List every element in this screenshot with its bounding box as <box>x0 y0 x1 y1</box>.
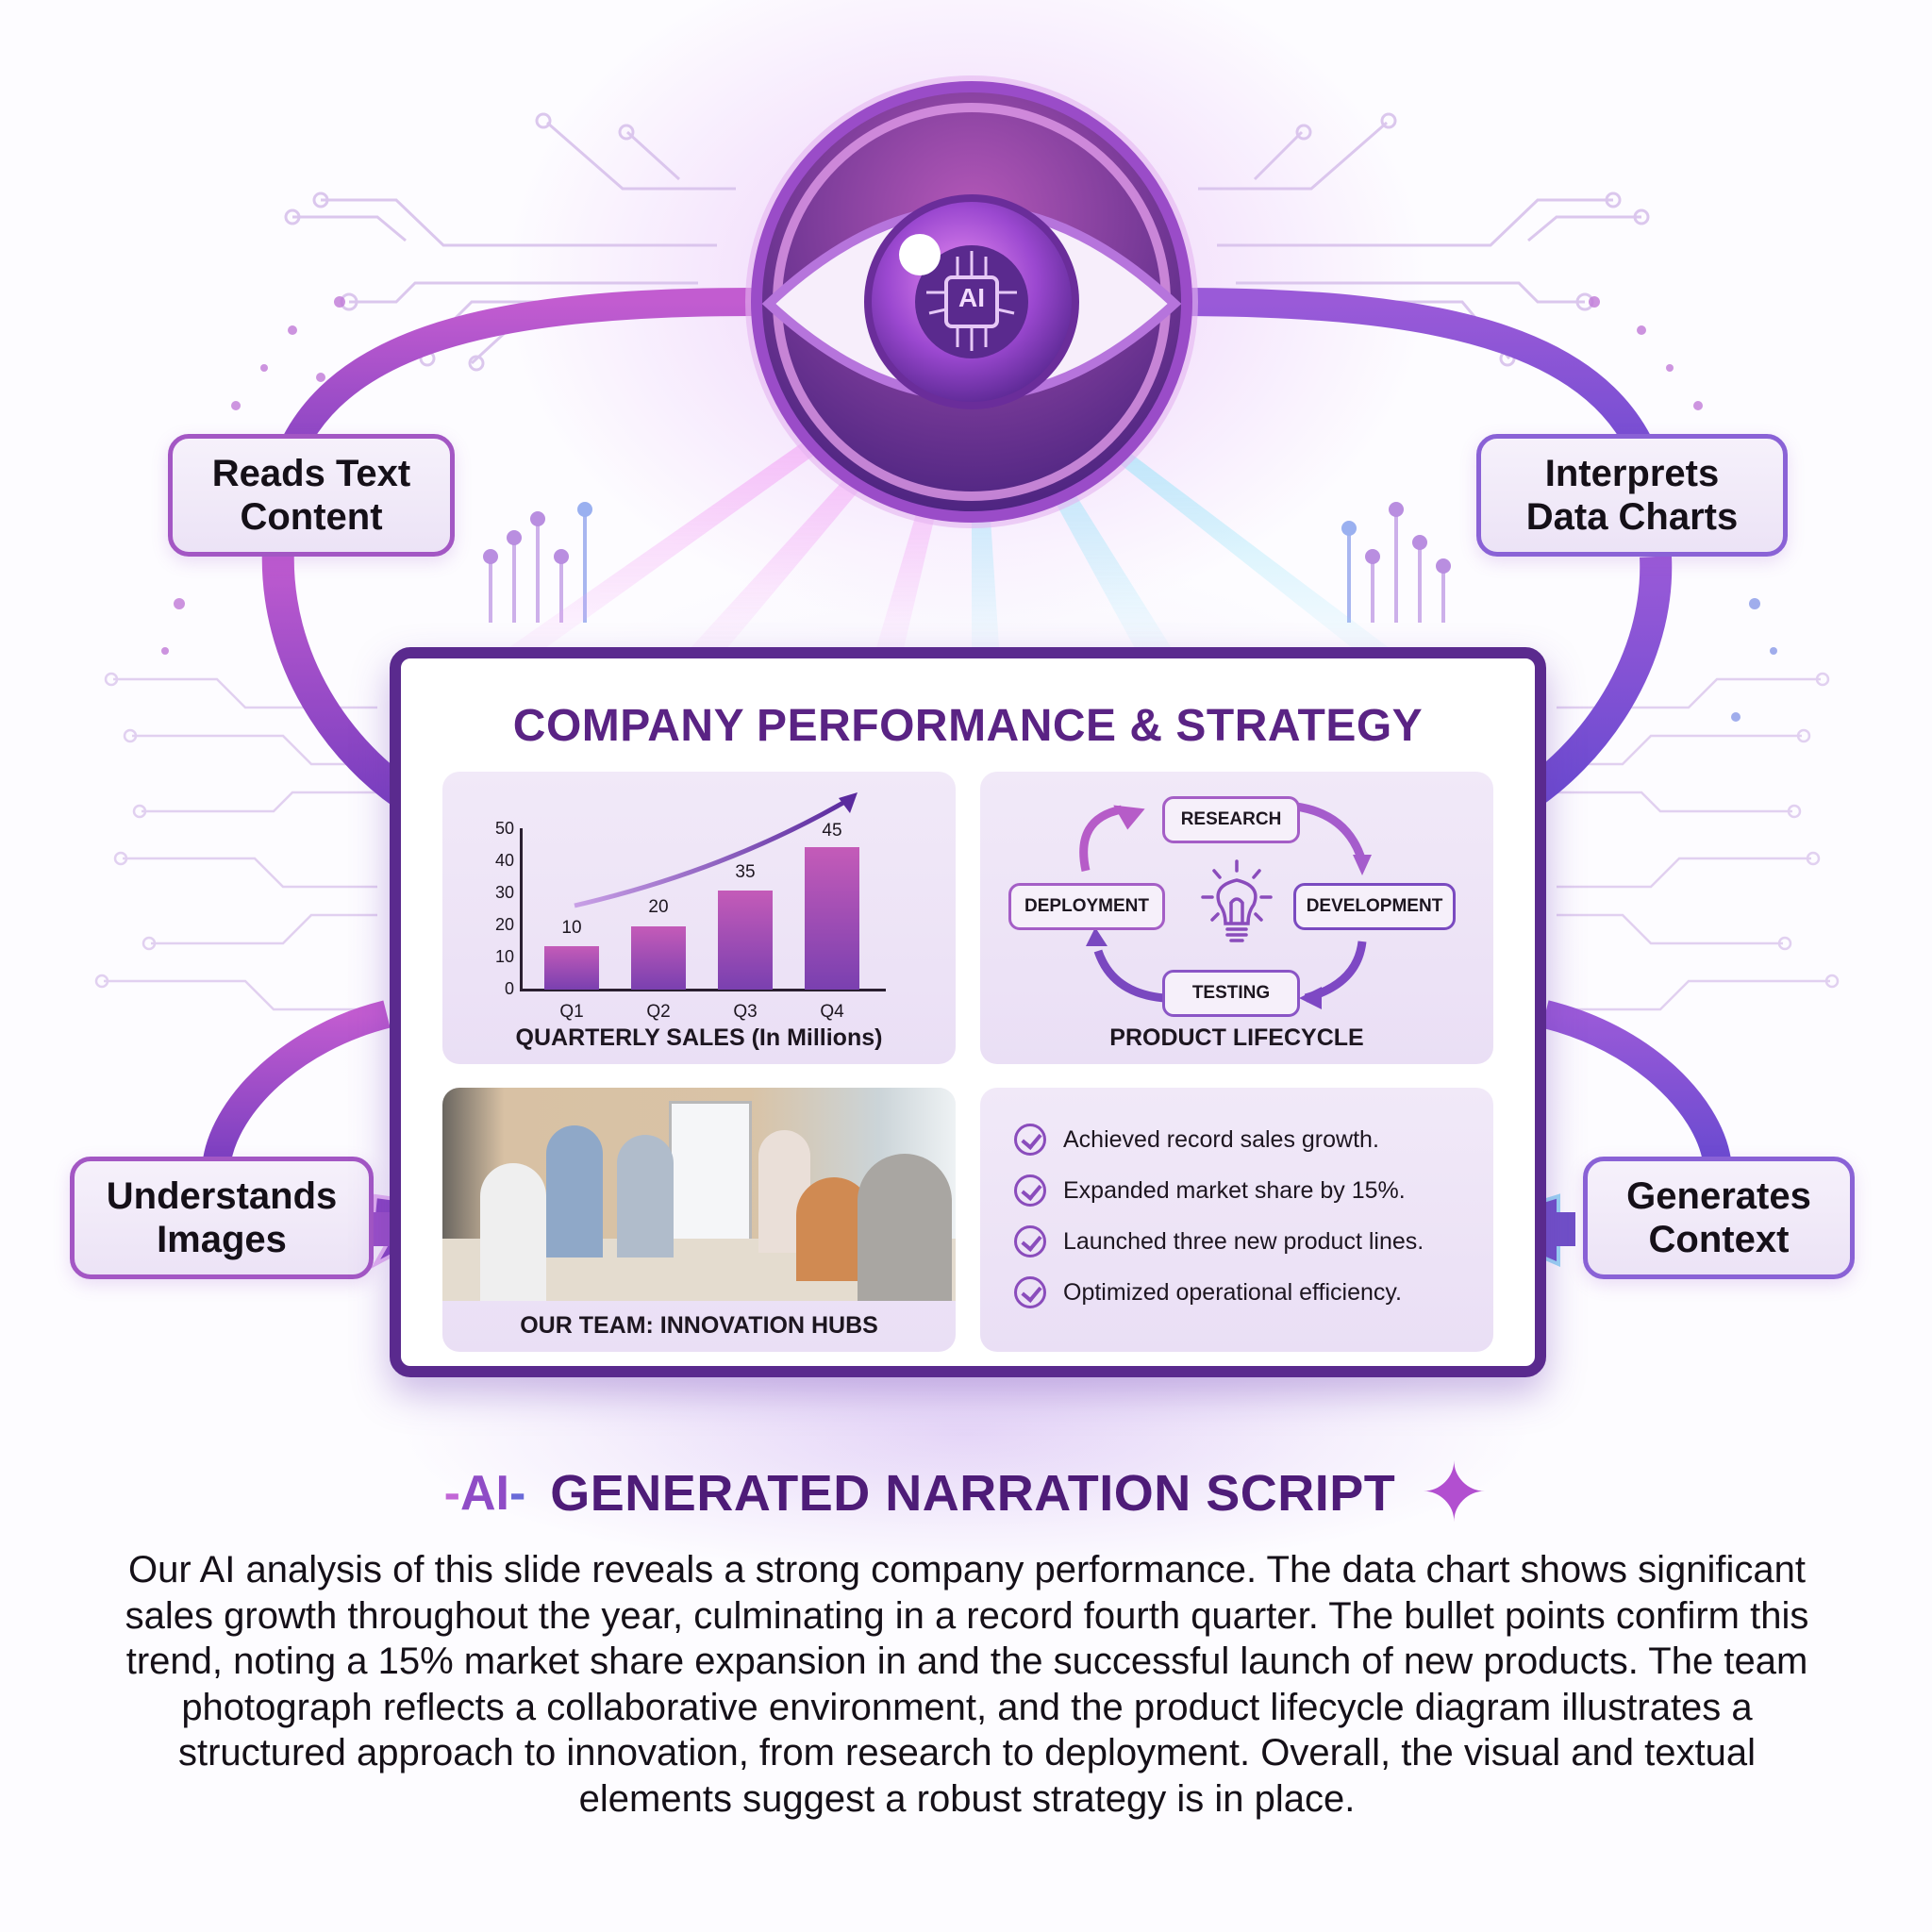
bullet-text: Launched three new product lines. <box>1063 1227 1424 1255</box>
bullet-item: Launched three new product lines. <box>1014 1225 1424 1257</box>
narration-title: GENERATED NARRATION SCRIPT <box>550 1465 1396 1522</box>
y-axis <box>520 828 523 989</box>
x-tick: Q2 <box>646 1002 671 1022</box>
ai-badge-text: AI <box>459 1466 509 1521</box>
feature-understands-images: Understands Images <box>70 1157 374 1279</box>
feature-reads-text-content: Reads Text Content <box>168 434 455 557</box>
trend-arrow-icon <box>574 792 858 908</box>
team-photo <box>442 1088 956 1301</box>
chart-caption: QUARTERLY SALES (In Millions) <box>515 1024 883 1051</box>
feature-label-line-2: Data Charts <box>1525 496 1739 538</box>
x-axis <box>520 989 886 991</box>
x-tick: Q1 <box>559 1002 584 1022</box>
person <box>480 1163 546 1301</box>
photo-caption: OUR TEAM: INNOVATION HUBS <box>520 1312 878 1339</box>
lifecycle-caption: PRODUCT LIFECYCLE <box>1109 1024 1364 1051</box>
y-tick: 30 <box>494 883 514 902</box>
person <box>858 1154 952 1301</box>
feature-label-line-2: Images <box>157 1219 287 1260</box>
checkmark-icon <box>1014 1124 1046 1156</box>
feature-label-line-2: Content <box>240 496 383 538</box>
y-tick: 0 <box>504 979 514 998</box>
lifecycle-stage-development: DEVELOPMENT <box>1293 883 1456 930</box>
y-tick: 50 <box>494 819 514 838</box>
checkmark-icon <box>1014 1276 1046 1308</box>
x-tick: Q3 <box>733 1002 758 1022</box>
x-tick: Q4 <box>820 1002 844 1022</box>
bar-q2 <box>631 926 686 990</box>
lifecycle-stage-testing: TESTING <box>1162 970 1300 1017</box>
quarterly-sales-chart-panel: 0 10 20 30 40 50 10 20 35 45 Q1 Q2 Q3 Q4… <box>442 772 956 1064</box>
feature-interprets-data-charts: Interprets Data Charts <box>1476 434 1788 557</box>
eye-ai-label: AI <box>958 283 985 312</box>
whiteboard <box>669 1101 752 1242</box>
lifecycle-stage-research: RESEARCH <box>1162 796 1300 843</box>
checkmark-icon <box>1014 1174 1046 1207</box>
presentation-slide: COMPANY PERFORMANCE & STRATEGY 0 10 20 3… <box>390 647 1546 1377</box>
feature-label-line-1: Interprets <box>1544 453 1720 494</box>
y-tick: 10 <box>494 947 514 966</box>
lifecycle-stage-deployment: DEPLOYMENT <box>1008 883 1165 930</box>
feature-generates-context: Generates Context <box>1583 1157 1855 1279</box>
bar-value-label: 35 <box>735 862 756 882</box>
ai-sparkle-badge: -AI- <box>443 1466 526 1521</box>
feature-label-line-2: Context <box>1648 1219 1790 1260</box>
product-lifecycle-panel: RESEARCH DEVELOPMENT TESTING DEPLOYMENT … <box>980 772 1493 1064</box>
team-photo-panel: OUR TEAM: INNOVATION HUBS <box>442 1088 956 1352</box>
feature-label-line-1: Understands <box>106 1175 338 1217</box>
bullet-text: Achieved record sales growth. <box>1063 1125 1379 1153</box>
ai-eye-icon <box>745 75 1198 528</box>
y-tick: 20 <box>494 915 514 934</box>
cycle-arrows-icon <box>1079 802 1372 1009</box>
arc-arrow-reads-text <box>264 288 769 505</box>
person <box>617 1135 674 1257</box>
person <box>546 1125 603 1257</box>
bar-value-label: 10 <box>561 918 582 938</box>
bar-value-label: 45 <box>822 821 842 841</box>
feature-label-line-1: Reads Text <box>211 453 411 494</box>
bullet-item: Expanded market share by 15%. <box>1014 1174 1406 1207</box>
sparkle-icon: ✦ <box>1420 1448 1489 1539</box>
bullet-text: Expanded market share by 15%. <box>1063 1176 1406 1204</box>
bullet-text: Optimized operational efficiency. <box>1063 1278 1402 1306</box>
bar-q3 <box>718 891 773 990</box>
bar-value-label: 20 <box>648 897 669 917</box>
slide-title: COMPANY PERFORMANCE & STRATEGY <box>512 701 1424 751</box>
lightbulb-icon <box>1201 859 1273 942</box>
narration-script-text: Our AI analysis of this slide reveals a … <box>125 1549 1809 1820</box>
checkmark-icon <box>1014 1225 1046 1257</box>
highlights-panel: Achieved record sales growth. Expanded m… <box>980 1088 1493 1352</box>
narration-header: -AI- GENERATED NARRATION SCRIPT ✦ <box>0 1453 1932 1534</box>
bullet-item: Optimized operational efficiency. <box>1014 1276 1402 1308</box>
bar-q4 <box>805 847 859 990</box>
feature-label-line-1: Generates <box>1626 1175 1811 1217</box>
y-tick: 40 <box>494 851 514 870</box>
bar-q1 <box>544 946 599 990</box>
bullet-item: Achieved record sales growth. <box>1014 1124 1379 1156</box>
